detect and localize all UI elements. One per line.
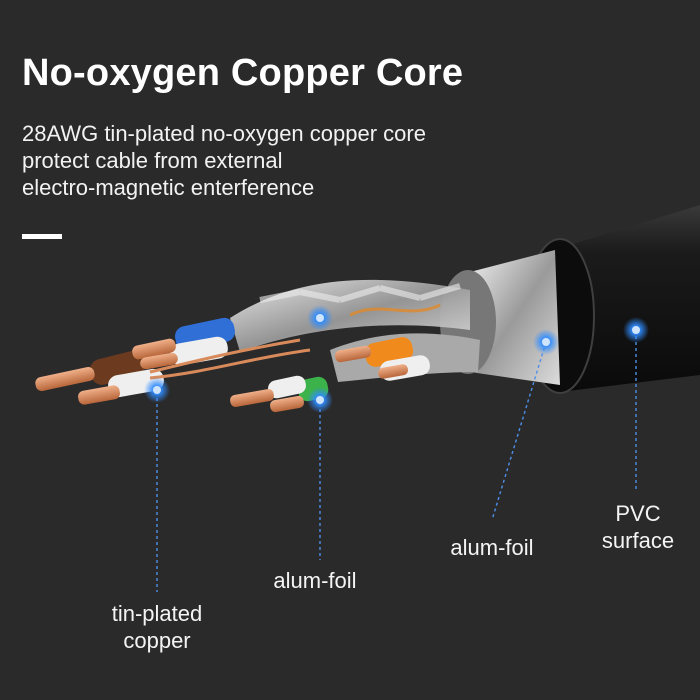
callout-label: PVC — [615, 501, 661, 526]
callout-alum-foil-inner: alum-foil — [260, 567, 370, 594]
foil-twisted-pairs — [230, 279, 480, 382]
callout-label: copper — [123, 628, 191, 653]
callout-pvc-surface: PVC surface — [588, 500, 688, 554]
title-divider — [22, 234, 62, 239]
callout-label: tin-plated — [111, 601, 203, 626]
callout-tin-plated-copper: tin-plated copper — [97, 600, 217, 654]
wire-group-middle — [230, 337, 430, 413]
description-line: protect cable from external — [22, 148, 283, 173]
callout-markers — [144, 305, 649, 413]
description-line: electro-magnetic enterference — [22, 175, 315, 200]
callout-alum-foil-outer: alum-foil — [437, 534, 547, 561]
callout-label: alum-foil — [450, 535, 534, 560]
description-line: 28AWG tin-plated no-oxygen copper core — [22, 121, 426, 146]
callout-label: surface — [601, 528, 675, 553]
feature-description: 28AWG tin-plated no-oxygen copper core p… — [22, 120, 542, 201]
page-title: No-oxygen Copper Core — [22, 52, 464, 94]
callout-label: alum-foil — [273, 568, 357, 593]
callout-leader-lines — [156, 330, 637, 592]
